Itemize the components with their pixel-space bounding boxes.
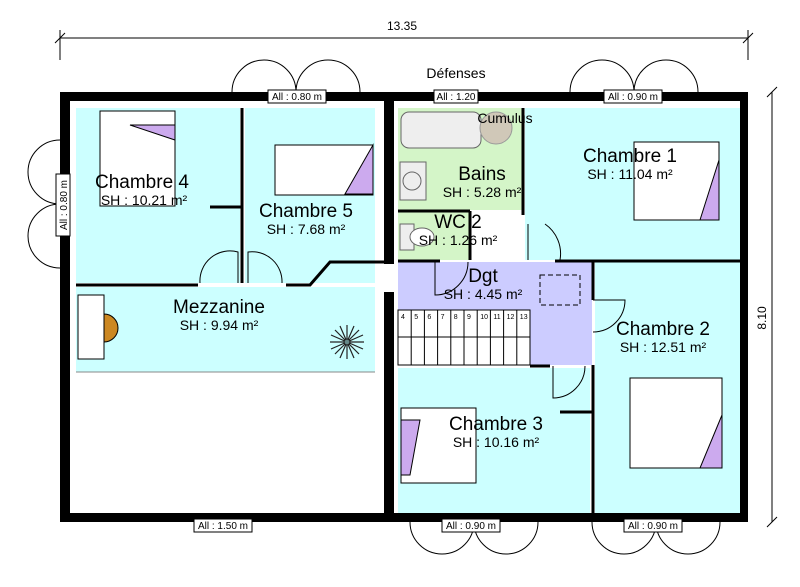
interior-walls <box>76 108 740 514</box>
stair-step-number: 7 <box>441 314 445 321</box>
stair-step-number: 4 <box>401 314 405 321</box>
outer-walls <box>60 92 748 522</box>
opening-label: All : 1.20 <box>437 92 476 103</box>
stair-step-number: 11 <box>493 314 500 321</box>
opening-label: All : 0.90 m <box>608 92 658 103</box>
opening-label: All : 0.80 m <box>59 180 70 230</box>
opening-tags: All : 0.80 m All : 1.20 All : 0.90 m All… <box>55 89 683 533</box>
opening-label: All : 0.90 m <box>446 521 496 532</box>
room-name: Chambre 2 <box>616 319 710 340</box>
stair-step-number: 5 <box>414 314 418 321</box>
room-area: SH : 4.45 m² <box>444 286 523 302</box>
room-area: SH : 5.28 m² <box>443 184 522 200</box>
stair-step-number: 6 <box>427 314 431 321</box>
room-area: SH : 1.26 m² <box>419 232 498 248</box>
room-area: SH : 7.68 m² <box>267 221 346 237</box>
stair-step-number: 10 <box>480 314 488 321</box>
depth-label: 8.10 <box>755 306 769 330</box>
room-area: SH : 9.94 m² <box>180 317 259 333</box>
room-name: Chambre 3 <box>449 414 543 435</box>
furniture <box>77 110 723 484</box>
width-dimension: 13.35 <box>54 19 754 60</box>
opening-label: All : 0.90 m <box>628 521 678 532</box>
stair-step-number: 9 <box>467 314 471 321</box>
facade-label: Défenses <box>426 65 485 81</box>
room-name: Mezzanine <box>173 297 265 318</box>
staircase: 4 5 6 7 8 9 10 11 12 13 <box>397 309 531 366</box>
room-name: Chambre 4 <box>95 172 189 193</box>
plant-icon <box>330 325 364 359</box>
stair-step-number: 12 <box>507 314 515 321</box>
stair-step-number: 13 <box>520 314 528 321</box>
opening-label: All : 1.50 m <box>198 521 248 532</box>
room-name: WC 2 <box>434 212 482 233</box>
width-label: 13.35 <box>387 19 417 33</box>
room-mezzanine[interactable] <box>76 287 375 372</box>
cumulus-label: Cumulus <box>477 110 532 126</box>
room-name: Chambre 1 <box>583 146 677 167</box>
opening-label: All : 0.80 m <box>272 92 322 103</box>
room-area: SH : 12.51 m² <box>620 339 707 355</box>
room-area: SH : 10.16 m² <box>453 434 540 450</box>
room-area: SH : 10.21 m² <box>101 192 188 208</box>
depth-dimension: 8.10 <box>755 86 778 528</box>
room-name: Bains <box>458 164 506 185</box>
room-area: SH : 11.04 m² <box>587 166 673 182</box>
room-labels: Chambre 4 SH : 10.21 m² Chambre 5 SH : 7… <box>95 65 710 450</box>
stair-step-number: 8 <box>454 314 458 321</box>
room-name: Dgt <box>468 266 498 287</box>
room-name: Chambre 5 <box>259 201 353 222</box>
doors[interactable] <box>27 59 721 555</box>
